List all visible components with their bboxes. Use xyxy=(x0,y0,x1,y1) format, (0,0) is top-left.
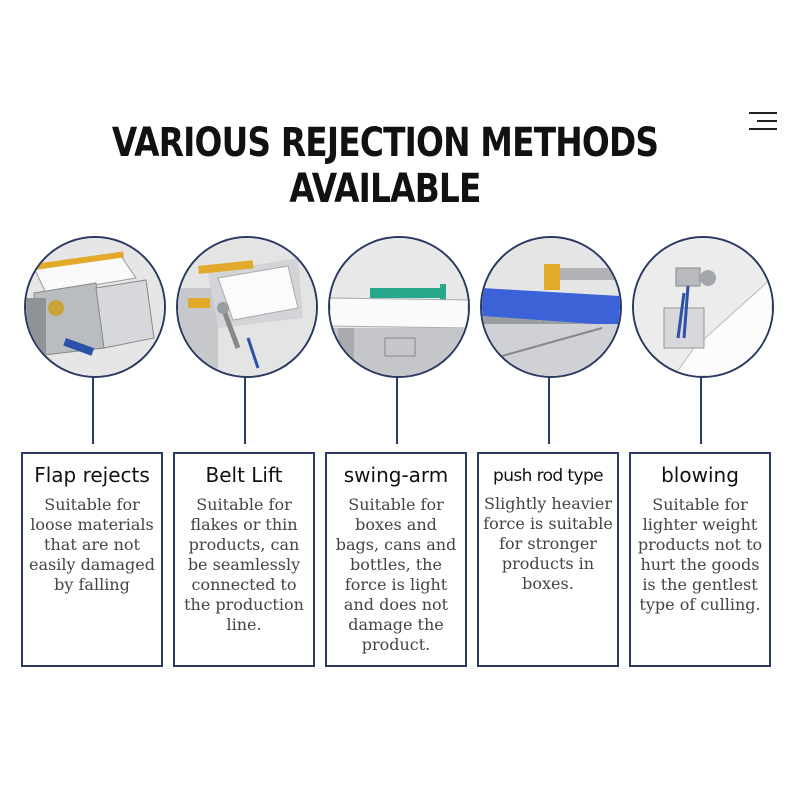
belt-lift-machine-icon xyxy=(178,238,316,376)
belt-lift-machine-image xyxy=(176,236,318,378)
method-description: Suitable for boxes and bags, cans and bo… xyxy=(335,495,457,654)
menu-icon[interactable] xyxy=(749,110,777,132)
connector-line xyxy=(700,376,702,444)
method-card-belt-lift: Belt Lift Suitable for flakes or thin pr… xyxy=(173,452,315,667)
swing-arm-machine-image xyxy=(328,236,470,378)
air-blowing-nozzle-image xyxy=(632,236,774,378)
method-title: push rod type xyxy=(493,466,604,486)
connector-line xyxy=(396,376,398,444)
air-blowing-nozzle-icon xyxy=(634,238,772,376)
method-description: Suitable for flakes or thin products, ca… xyxy=(184,495,304,634)
method-description: Suitable for lighter weight products not… xyxy=(637,495,763,614)
method-title: swing-arm xyxy=(343,463,449,487)
connector-line xyxy=(548,376,550,444)
method-card-blowing: blowing Suitable for lighter weight prod… xyxy=(629,452,771,667)
page-title: VARIOUS REJECTION METHODS AVAILABLE xyxy=(111,120,659,212)
connector-line xyxy=(92,376,94,444)
method-description: Suitable for loose materials that are no… xyxy=(28,495,156,594)
flap-reject-machine-icon xyxy=(26,238,164,376)
push-rod-machine-image xyxy=(480,236,622,378)
method-description: Slightly heavier force is suitable for s… xyxy=(483,494,613,593)
flap-reject-machine-image xyxy=(24,236,166,378)
swing-arm-machine-icon xyxy=(330,238,468,376)
method-title: Belt Lift xyxy=(205,463,283,487)
method-card-push-rod: push rod type Slightly heavier force is … xyxy=(477,452,619,667)
method-title: Flap rejects xyxy=(34,463,150,487)
method-title: blowing xyxy=(661,463,739,487)
method-card-flap: Flap rejects Suitable for loose material… xyxy=(21,452,163,667)
method-card-swing-arm: swing-arm Suitable for boxes and bags, c… xyxy=(325,452,467,667)
connector-line xyxy=(244,376,246,444)
push-rod-machine-icon xyxy=(482,238,620,376)
